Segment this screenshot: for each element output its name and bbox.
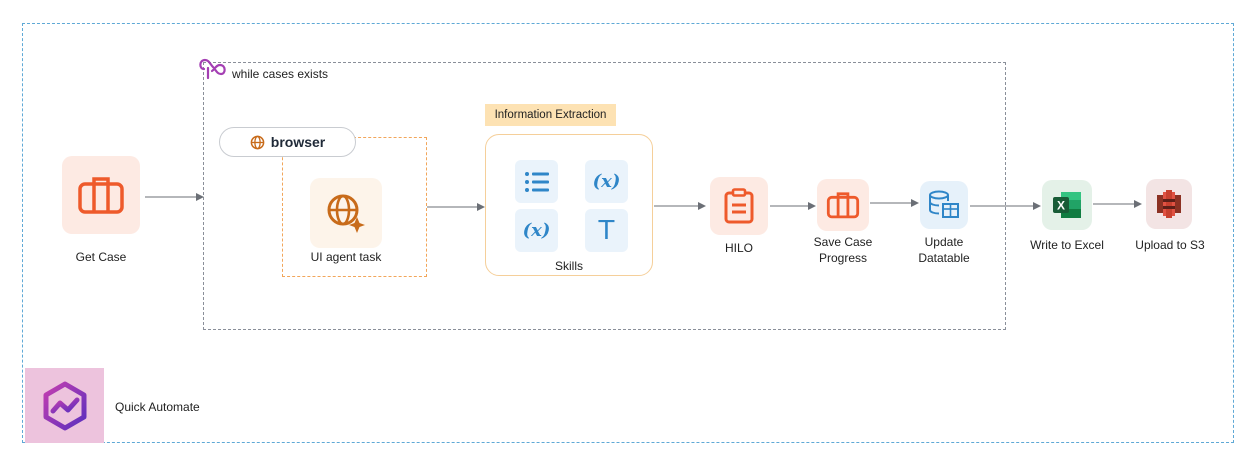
upload-s3-node[interactable]	[1146, 179, 1192, 229]
clipboard-icon	[724, 188, 754, 224]
hilo-node[interactable]	[710, 177, 768, 235]
briefcase-icon	[826, 192, 860, 219]
update-datatable-node[interactable]	[920, 181, 968, 229]
outer-frame	[22, 23, 1234, 443]
list-icon	[515, 160, 558, 203]
information-extraction-tag: Information Extraction	[485, 104, 616, 126]
save-case-label: Save Case Progress	[813, 235, 873, 265]
update-datatable-label: Update Datatable	[918, 235, 970, 265]
variable-icon: (x)	[585, 160, 628, 203]
globe-sparkle-icon	[327, 194, 365, 233]
hilo-label: HILO	[724, 241, 753, 255]
skills-label: Skills	[554, 259, 583, 273]
write-excel-node[interactable]: X	[1042, 180, 1092, 230]
excel-icon: X	[1053, 192, 1081, 218]
loop-icon	[199, 58, 226, 80]
quick-automate-logo-icon	[43, 381, 86, 430]
variable-icon: (x)	[515, 209, 558, 252]
ui-agent-node[interactable]	[310, 178, 382, 248]
loop-label: while cases exists	[232, 67, 329, 81]
write-excel-label: Write to Excel	[1030, 238, 1104, 252]
browser-label: browser	[270, 134, 326, 150]
text-icon: T	[585, 209, 628, 252]
globe-icon	[250, 135, 265, 149]
get-case-node[interactable]	[62, 156, 140, 234]
database-table-icon	[929, 190, 959, 218]
quick-automate-label: Quick Automate	[115, 400, 200, 414]
get-case-label: Get Case	[75, 250, 127, 264]
browser-pill: browser	[219, 127, 356, 157]
save-case-node[interactable]	[817, 179, 869, 231]
ui-agent-label: UI agent task	[310, 250, 382, 264]
briefcase-icon	[78, 177, 124, 214]
quick-automate-logo-tile	[25, 368, 104, 443]
s3-bucket-icon	[1157, 190, 1181, 218]
upload-s3-label: Upload to S3	[1135, 238, 1205, 252]
svg-text:X: X	[1057, 199, 1065, 213]
skills-container[interactable]	[485, 134, 653, 276]
